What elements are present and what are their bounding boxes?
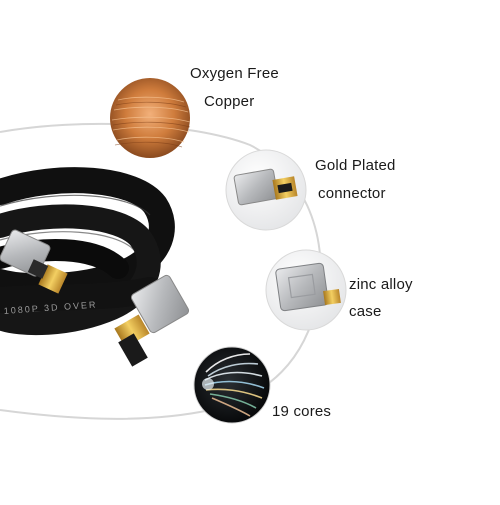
gold-connector-bubble <box>225 149 307 231</box>
gold-label-line1: Gold Plated <box>315 157 396 174</box>
left-connector <box>0 229 68 294</box>
zinc-label-line2: case <box>349 303 382 320</box>
right-connector <box>114 274 190 367</box>
copper-label-line2: Copper <box>204 93 255 110</box>
gold-label-line2: connector <box>318 185 386 202</box>
copper-wire-bubble <box>110 78 191 158</box>
zinc-alloy-bubble <box>265 249 347 331</box>
cores-bubble <box>193 346 271 424</box>
copper-label-line1: Oxygen Free <box>190 65 279 82</box>
cores-label: 19 cores <box>272 403 332 420</box>
zinc-label-line1: zinc alloy <box>349 276 413 293</box>
